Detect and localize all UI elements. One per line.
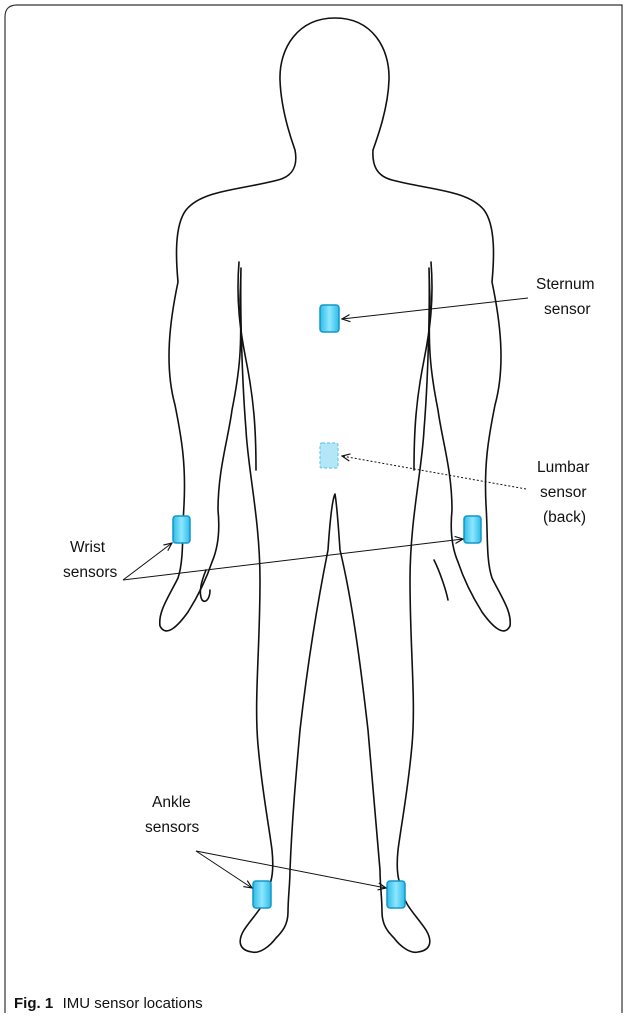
- sternum-sensor: [320, 305, 339, 332]
- figure-border: [5, 5, 622, 1013]
- lumbar-sensor: [320, 443, 338, 468]
- lumbar-label-line3: (back): [543, 509, 586, 526]
- wrist-arrow-right: [123, 539, 463, 580]
- caption-label: Fig. 1: [14, 995, 53, 1012]
- caption-text: IMU sensor locations: [63, 995, 203, 1012]
- body-outline: [160, 18, 511, 952]
- wrist-label-line2: sensors: [63, 564, 118, 581]
- ankle-label-line2: sensors: [145, 819, 200, 836]
- wrist-arrow-left: [123, 543, 172, 580]
- left-ankle-sensor: [253, 881, 271, 908]
- ankle-label-line1: Ankle: [152, 794, 191, 811]
- left-wrist-sensor: [173, 516, 190, 543]
- lumbar-arrow: [342, 456, 526, 489]
- sternum-label-line1: Sternum: [536, 276, 595, 293]
- lumbar-label-line1: Lumbar: [537, 459, 590, 476]
- wrist-label-line1: Wrist: [70, 539, 106, 556]
- lumbar-label-line2: sensor: [540, 484, 587, 501]
- right-wrist-sensor: [464, 516, 481, 543]
- right-ankle-sensor: [387, 881, 405, 908]
- sternum-arrow: [342, 298, 528, 319]
- figure-caption: Fig. 1 IMU sensor locations: [14, 995, 203, 1012]
- sternum-label-line2: sensor: [544, 301, 591, 318]
